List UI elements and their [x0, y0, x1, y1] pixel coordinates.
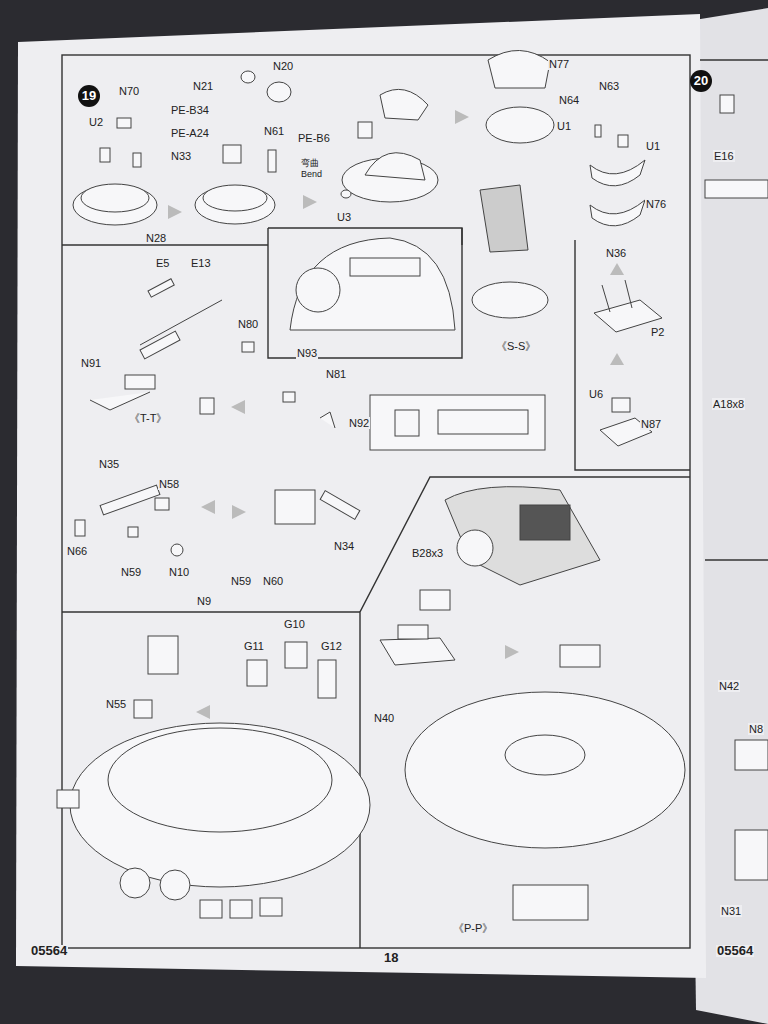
part-callout: N87 — [640, 418, 662, 430]
part-callout: U3 — [336, 211, 352, 223]
part-callout: U6 — [588, 388, 604, 400]
part-callout: G10 — [283, 618, 306, 630]
part-callout: N59 — [120, 566, 142, 578]
part-callout: U2 — [88, 116, 104, 128]
part-callout: N8 — [748, 723, 764, 735]
part-callout: N10 — [168, 566, 190, 578]
part-callout: E13 — [190, 257, 212, 269]
part-callout: N35 — [98, 458, 120, 470]
part-callout: N36 — [605, 247, 627, 259]
part-callout: PE-B6 — [297, 132, 331, 144]
part-callout: N9 — [196, 595, 212, 607]
page-number: 05564 — [716, 945, 754, 957]
part-callout: N55 — [105, 698, 127, 710]
part-callout: N21 — [192, 80, 214, 92]
part-callout: 《T-T》 — [128, 412, 169, 424]
part-callout: N42 — [718, 680, 740, 692]
part-callout: N93 — [296, 347, 318, 359]
part-callout: N59 — [230, 575, 252, 587]
part-callout: E5 — [155, 257, 170, 269]
part-callout: N20 — [272, 60, 294, 72]
part-callout: N64 — [558, 94, 580, 106]
part-callout: G12 — [320, 640, 343, 652]
part-callout: P2 — [650, 326, 665, 338]
part-callout: N58 — [158, 478, 180, 490]
part-callout: 《S-S》 — [495, 340, 537, 352]
part-callout: N28 — [145, 232, 167, 244]
step-number: 20 — [690, 70, 712, 92]
part-callout: N33 — [170, 150, 192, 162]
part-callout: N60 — [262, 575, 284, 587]
part-callout: Bend — [300, 169, 323, 179]
part-callout: E16 — [713, 150, 735, 162]
part-callout: U1 — [556, 120, 572, 132]
part-callout: PE-B34 — [170, 104, 210, 116]
page-number: 18 — [383, 952, 399, 964]
part-callout: N76 — [645, 198, 667, 210]
step-number: 19 — [78, 85, 100, 107]
part-callout: N63 — [598, 80, 620, 92]
part-callout: N80 — [237, 318, 259, 330]
part-callout: N92 — [348, 417, 370, 429]
part-callout: N40 — [373, 712, 395, 724]
part-callout: G11 — [243, 640, 265, 652]
part-callout: B28x3 — [411, 547, 444, 559]
part-callout: N81 — [325, 368, 347, 380]
part-callout: 弯曲 — [300, 158, 320, 168]
part-callout: U1 — [645, 140, 661, 152]
part-callout: N34 — [333, 540, 355, 552]
part-callout: N91 — [80, 357, 102, 369]
part-callout: N31 — [720, 905, 742, 917]
part-callout: PE-A24 — [170, 127, 210, 139]
part-callout: N70 — [118, 85, 140, 97]
part-callout: N66 — [66, 545, 88, 557]
part-callout: N77 — [548, 58, 570, 70]
page-number: 05564 — [30, 945, 68, 957]
part-callout: N61 — [263, 125, 285, 137]
part-callout: A18x8 — [712, 398, 745, 410]
part-callout: 《P-P》 — [452, 922, 494, 934]
